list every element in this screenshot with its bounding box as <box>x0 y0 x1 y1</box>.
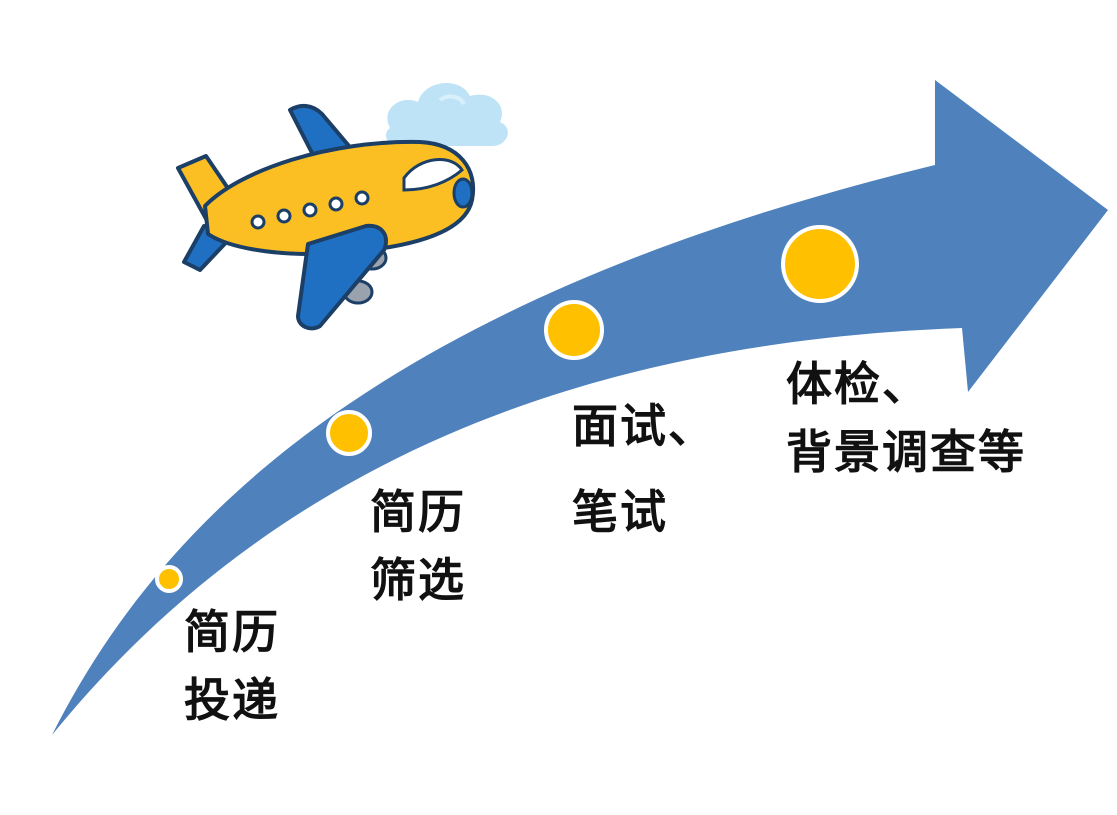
step-4-line-2: 背景调查等 <box>786 425 1026 479</box>
milestone-dot-1 <box>155 565 183 593</box>
milestone-dot-4 <box>781 225 859 303</box>
milestone-dot-3 <box>544 300 604 360</box>
step-label-3: 面试、 笔试 <box>572 392 716 546</box>
step-label-1: 简历 投递 <box>184 598 280 734</box>
airplane-icon <box>176 103 476 331</box>
step-label-4: 体检、 背景调查等 <box>786 350 1026 486</box>
step-1-line-2: 投递 <box>184 673 280 727</box>
step-3-line-1: 面试、 <box>572 399 716 453</box>
cloud-icon <box>386 83 508 146</box>
step-2-line-2: 筛选 <box>370 553 466 607</box>
milestone-dot-2 <box>326 410 372 456</box>
step-3-line-2: 笔试 <box>572 485 668 539</box>
step-1-line-1: 简历 <box>184 605 280 659</box>
step-2-line-1: 简历 <box>370 485 466 539</box>
step-4-line-1: 体检、 <box>786 357 930 411</box>
step-label-2: 简历 筛选 <box>370 478 466 614</box>
